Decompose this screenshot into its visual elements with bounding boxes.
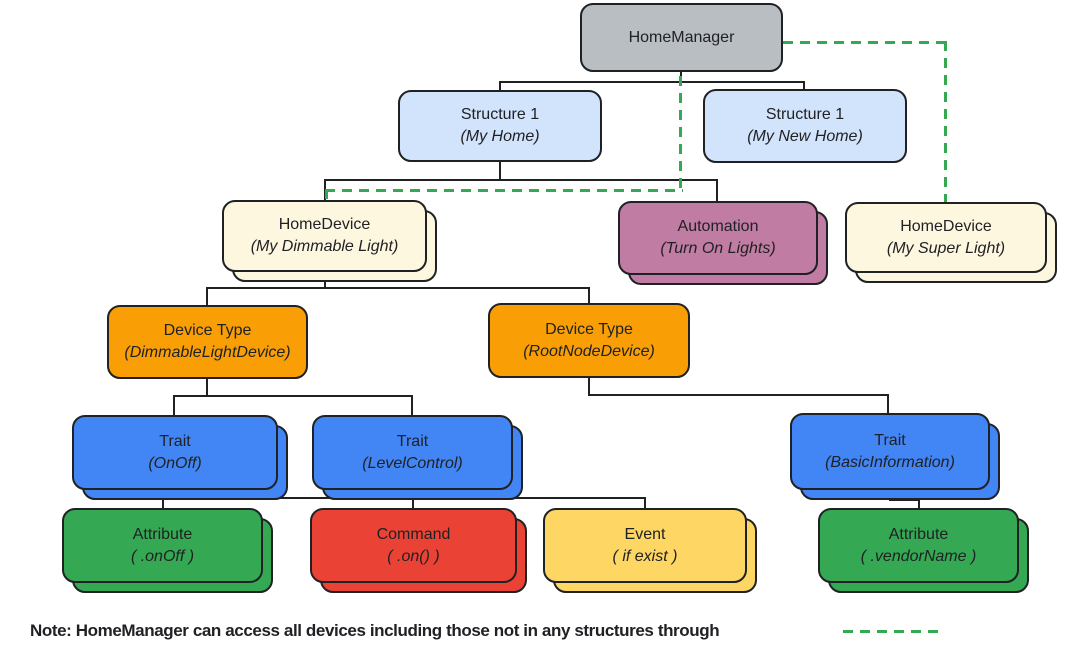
node-title: Automation [677,218,759,235]
node-subtitle: ( .vendorName ) [860,547,977,565]
node-trait-onoff: Trait (OnOff) [72,415,288,500]
edge-trait-basicinfo-drop [887,394,889,414]
edge-command-drop [412,497,414,509]
node-home-device-super: HomeDevice (My Super Light) [845,202,1057,283]
node-title: Trait [159,432,191,450]
node-title: Device Type [545,320,633,338]
node-device-type-dimmable: Device Type (DimmableLightDevice) [107,305,308,379]
edge-automation-drop [716,179,718,202]
node-title: Device Type [163,322,252,339]
node-subtitle: (My Home) [460,128,540,145]
dashed-link-to-super-light [944,41,947,202]
node-title: Attribute [888,525,949,543]
node-subtitle: (LevelControl) [362,454,463,472]
node-event-if-exist: Event ( if exist ) [543,508,757,593]
edge-devicetype1-down [206,379,208,396]
edge-devicetype2-drop [588,287,590,304]
node-title: HomeDevice [278,216,371,233]
node-subtitle: (My New Home) [747,128,863,145]
node-title: HomeManager [628,28,735,46]
node-attribute-vendorname: Attribute ( .vendorName ) [818,508,1029,593]
edge-traits-bus-left [173,395,413,397]
node-title: Event [624,525,666,543]
node-title: Command [376,525,451,543]
edge-trait-levelcontrol-drop [411,395,413,416]
node-trait-basicinformation: Trait (BasicInformation) [790,413,1000,500]
node-home-device-dimmable: HomeDevice (My Dimmable Light) [222,200,437,282]
edge-devicetypes-bus [206,287,590,289]
node-title: Structure 1 [460,106,540,123]
edge-vendorname-jog [889,499,920,501]
node-structure-my-home: Structure 1 (My Home) [398,90,602,162]
edge-structure2-drop [803,81,805,90]
edge-myhome-down [499,162,501,180]
node-title: Structure 1 [765,106,845,123]
edge-myhome-bus [324,179,718,181]
node-title: Trait [874,431,906,449]
node-subtitle: ( if exist ) [612,547,678,565]
node-subtitle: (DimmableLightDevice) [124,344,291,361]
footer-note: Note: HomeManager can access all devices… [30,621,720,640]
node-structure-my-new-home: Structure 1 (My New Home) [703,89,907,163]
edge-event-drop [644,497,646,509]
node-subtitle: (RootNodeDevice) [523,342,655,360]
node-automation-turn-on-lights: Automation (Turn On Lights) [618,201,828,285]
node-subtitle: (OnOff) [148,454,202,472]
edge-vendorname-drop [918,499,920,509]
node-subtitle: (BasicInformation) [825,453,955,471]
edge-devicetype1-drop [206,287,208,306]
edge-trait-onoff-drop [173,395,175,416]
node-attribute-onoff: Attribute ( .onOff ) [62,508,273,593]
node-title: HomeDevice [900,217,992,235]
node-command-on: Command ( .on() ) [310,508,527,593]
legend-dashed-line [843,630,941,633]
edge-attribute-onoff-drop [162,497,164,509]
dashed-link-dimmable-stub [325,189,328,200]
node-subtitle: ( .onOff ) [130,547,195,565]
edge-traits-bus-right [588,394,889,396]
edge-devicetype2-down [588,378,590,395]
node-home-manager: HomeManager [580,3,783,72]
dashed-link-homemanager-down [679,76,682,191]
node-subtitle: ( .on() ) [387,547,440,565]
node-title: Attribute [132,525,193,543]
node-subtitle: (Turn On Lights) [660,240,776,257]
node-device-type-rootnode: Device Type (RootNodeDevice) [488,303,690,378]
dashed-link-to-dimmable-light [325,189,683,192]
dashed-link-homemanager-right [783,41,948,44]
node-title: Trait [396,432,429,450]
node-subtitle: (My Dimmable Light) [250,238,399,255]
node-subtitle: (My Super Light) [886,239,1006,257]
edge-structure1-drop [499,81,501,91]
edge-structures-bus [499,81,805,83]
node-trait-levelcontrol: Trait (LevelControl) [312,415,523,500]
